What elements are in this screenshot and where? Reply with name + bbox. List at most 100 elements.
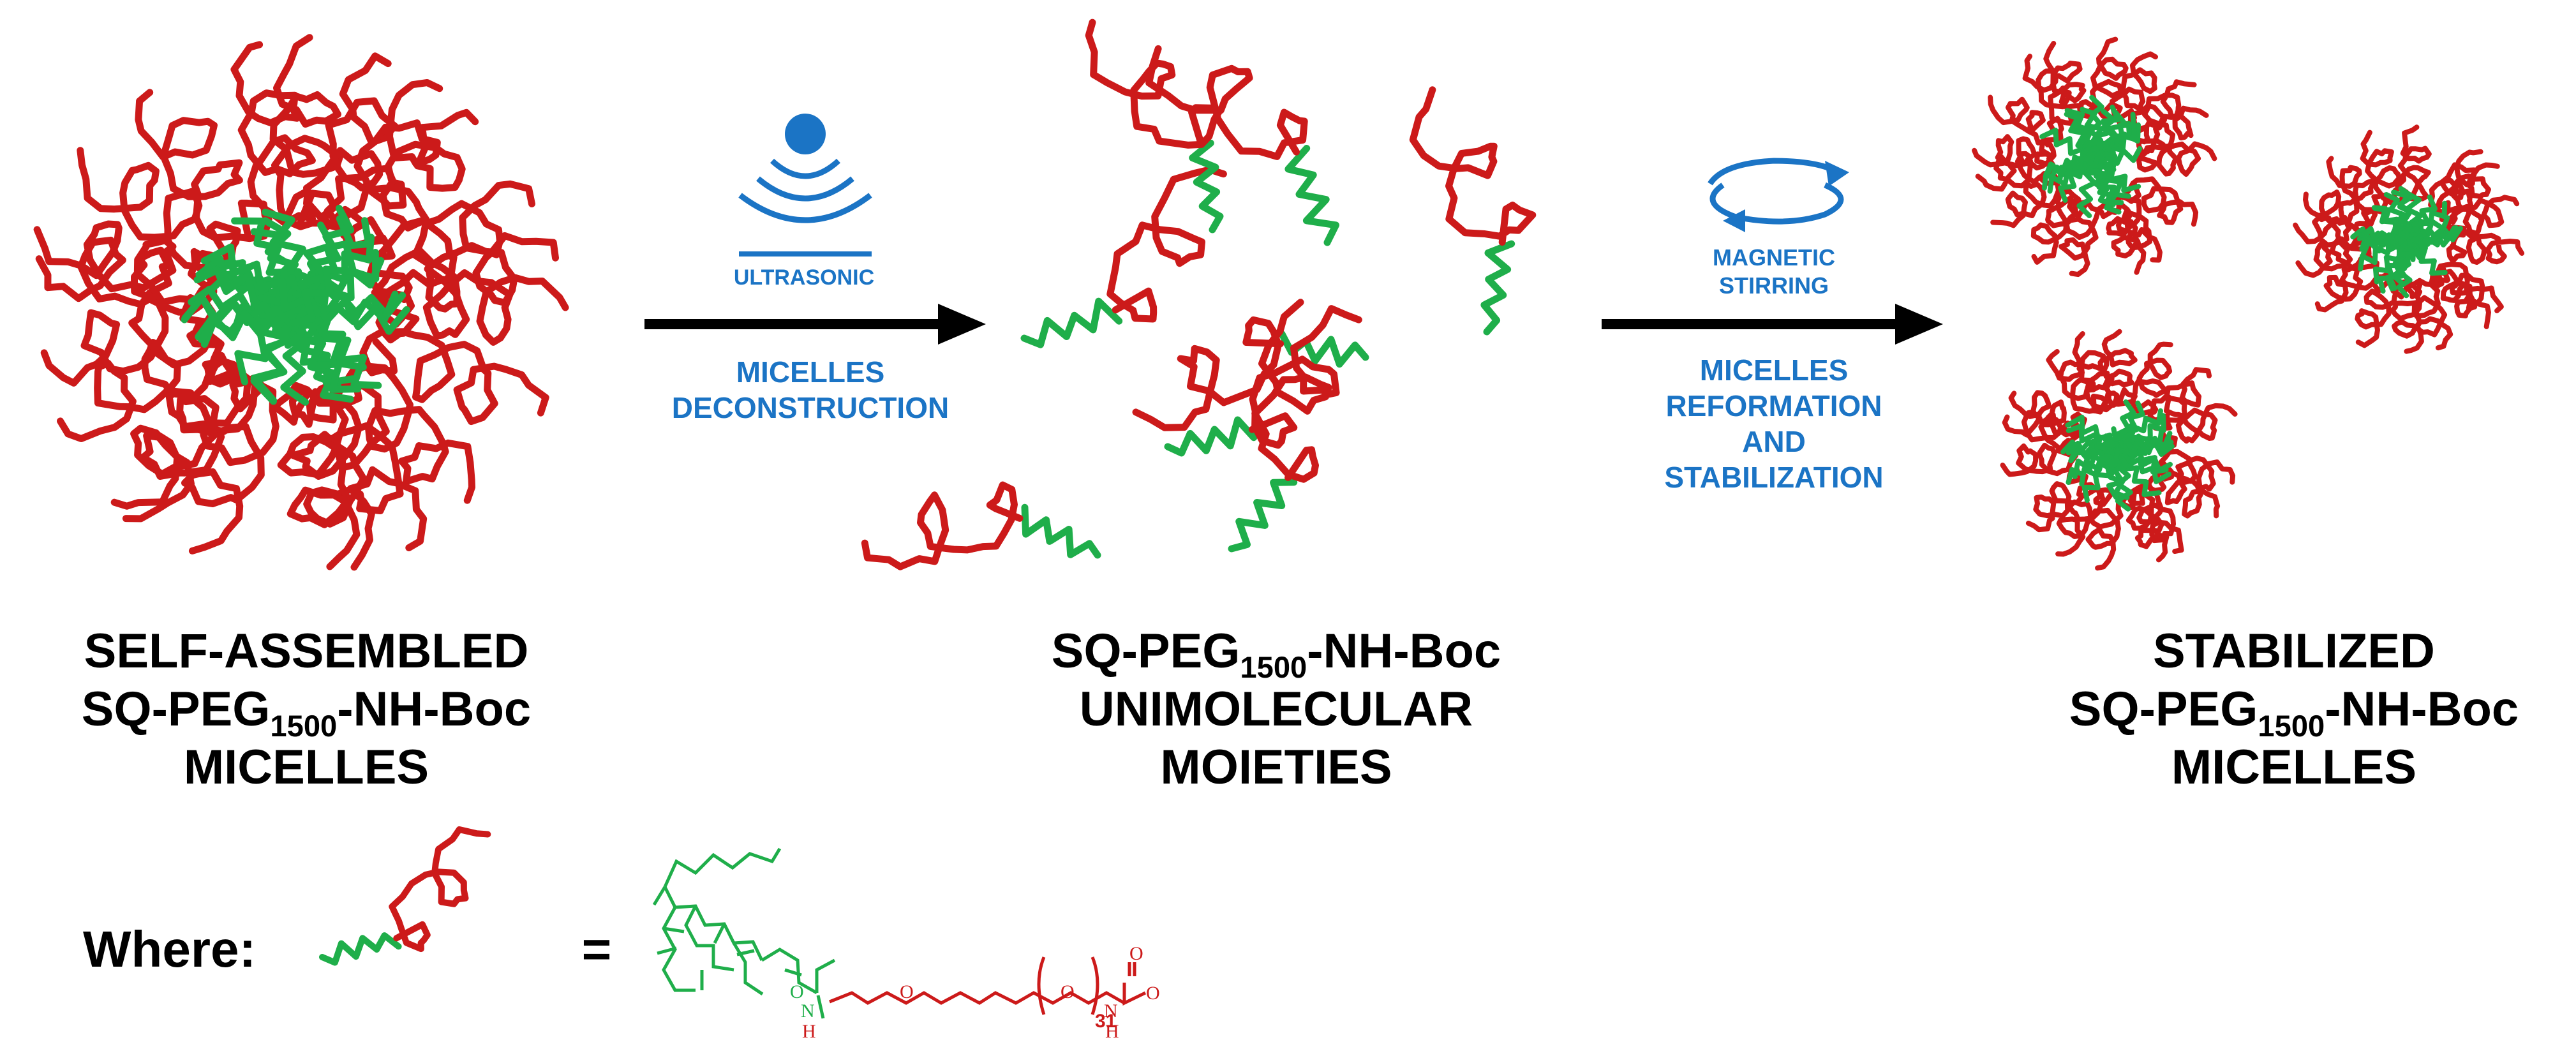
peg-chain xyxy=(1251,299,1332,483)
label-middle-line1: SQ-PEG1500-NH-Boc xyxy=(995,622,1557,684)
deconstruction-caption-line2: DECONSTRUCTION xyxy=(671,391,949,425)
atom-O4: O xyxy=(1146,983,1160,1004)
peg-shell-chain xyxy=(2446,228,2525,265)
ultrasonic-label: ULTRASONIC xyxy=(733,265,875,290)
peg-shell-chain xyxy=(110,352,251,510)
label-right-l2-sub: 1500 xyxy=(2258,708,2325,743)
peg-shell-chain xyxy=(2030,188,2081,265)
label-right-line3: MICELLES xyxy=(2171,740,2417,795)
squalene-chain xyxy=(1189,139,1224,234)
peg-shell-chain xyxy=(2303,190,2378,234)
peg-chain xyxy=(1106,166,1227,323)
deconstruction-caption-line1: MICELLES xyxy=(736,355,885,389)
magnetic-stirring-label: MAGNETIC STIRRING xyxy=(1659,244,1889,300)
label-middle-l1-post: -NH-Boc xyxy=(1307,624,1501,678)
squalene-core-chain xyxy=(2389,225,2457,246)
label-right-l2-post: -NH-Boc xyxy=(2325,682,2519,737)
label-right-l2-pre: SQ-PEG xyxy=(2069,682,2258,737)
label-left-l2-pre: SQ-PEG xyxy=(81,682,271,737)
repeat-unit-n: 31 xyxy=(1095,1011,1117,1032)
peg-shell-chain xyxy=(2131,341,2173,417)
squalene-chain xyxy=(319,932,402,966)
reformation-caption-line3: AND xyxy=(1742,425,1806,459)
peg-shell-chain xyxy=(2406,278,2453,351)
self-assembled-micelle xyxy=(33,34,569,571)
peg-shell-chain xyxy=(2124,176,2199,227)
peg-shell-chain xyxy=(1972,134,2057,171)
squalene-core-chain xyxy=(2106,429,2136,500)
peg-shell-chain xyxy=(2157,449,2236,492)
squalene-chain xyxy=(1020,297,1123,348)
label-middle-l1-pre: SQ-PEG xyxy=(1051,624,1240,678)
squalene-core-chain xyxy=(2058,138,2098,203)
peg-shell-chain xyxy=(271,382,361,570)
label-middle-line3: MOIETIES xyxy=(1160,740,1392,795)
peg-shell-chain xyxy=(2326,156,2390,216)
legend-unimer xyxy=(319,826,491,966)
label-stabilized: STABILIZED SQ-PEG1500-NH-Boc MICELLES xyxy=(2016,622,2572,797)
peg-shell-chain xyxy=(269,34,343,230)
peg-shell-chain xyxy=(2159,403,2238,454)
magnetic-stirring-label-line2: STIRRING xyxy=(1718,272,1829,299)
peg-shell-chain xyxy=(334,362,475,504)
squalene-core-chain xyxy=(2086,140,2131,199)
squalene-part xyxy=(652,847,836,1019)
peg-shell-chain xyxy=(2025,466,2088,533)
label-left-line1: SELF-ASSEMBLED xyxy=(84,624,529,678)
unimolecular-moieties xyxy=(861,19,1537,570)
reformation-caption-line4: STABILIZATION xyxy=(1664,461,1884,495)
peg-shell-chain xyxy=(371,232,559,328)
peg-shell-chain xyxy=(1975,151,2057,192)
label-left-line2: SQ-PEG1500-NH-Boc xyxy=(26,680,587,742)
squalene-core-chain xyxy=(200,243,322,318)
peg-boc-part xyxy=(829,956,1147,1015)
legend-where-label: Where: xyxy=(83,921,257,978)
peg-chain xyxy=(1145,45,1308,160)
squalene-core-chain xyxy=(2066,447,2130,485)
ultrasonic-icon xyxy=(738,114,872,257)
peg-shell-chain xyxy=(2120,488,2170,563)
atom-O3: O xyxy=(1129,943,1143,964)
stabilized-micelle-2 xyxy=(2293,124,2525,354)
peg-shell-chain xyxy=(2136,141,2217,177)
atom-N2: N xyxy=(1104,1000,1118,1022)
squalene-core-chain xyxy=(198,302,327,343)
label-right-line2: SQ-PEG1500-NH-Boc xyxy=(2016,680,2572,742)
peg-shell-chain xyxy=(2101,329,2138,407)
squalene-core-chain xyxy=(289,217,373,327)
peg-chain xyxy=(1248,305,1362,449)
peg-chain xyxy=(389,826,491,953)
label-left-l2-post: -NH-Boc xyxy=(337,682,532,737)
peg-shell-chain xyxy=(2295,235,2372,278)
legend-equals-sign: = xyxy=(581,921,612,978)
squalene-chain xyxy=(1228,479,1298,553)
atom-O1: O xyxy=(900,981,914,1002)
squalene-core-chain xyxy=(2372,232,2422,285)
peg-shell-chain xyxy=(135,89,272,242)
peg-shell-chain xyxy=(1988,94,2064,145)
squalene-chain xyxy=(1480,240,1515,336)
deconstruction-arrow xyxy=(644,304,986,345)
squalene-chain xyxy=(1284,145,1339,246)
stabilized-micelle-3 xyxy=(2000,329,2238,571)
deconstruction-caption: MICELLES DECONSTRUCTION xyxy=(638,354,983,426)
label-left-l2-sub: 1500 xyxy=(270,708,338,743)
atom-H1: H xyxy=(802,1021,816,1042)
label-middle-l1-sub: 1500 xyxy=(1240,650,1307,685)
peg-shell-chain xyxy=(2059,197,2101,278)
peg-chain xyxy=(1409,86,1537,246)
atom-O-carbonyl: O xyxy=(790,981,804,1002)
reformation-arrow xyxy=(1602,304,1943,345)
peg-shell-chain xyxy=(2090,36,2129,122)
reformation-caption-line2: REFORMATION xyxy=(1665,389,1882,423)
magnetic-stirring-icon xyxy=(1708,158,1849,232)
squalene-core-chain xyxy=(279,269,341,389)
peg-shell-chain xyxy=(33,220,226,306)
stabilized-micelle-1 xyxy=(1972,36,2217,278)
atom-N1: N xyxy=(801,1000,815,1022)
reformation-caption: MICELLES REFORMATION AND STABILIZATION xyxy=(1595,352,1953,495)
peg-shell-chain xyxy=(2445,195,2520,242)
magnetic-stirring-label-line1: MAGNETIC xyxy=(1713,244,1835,271)
